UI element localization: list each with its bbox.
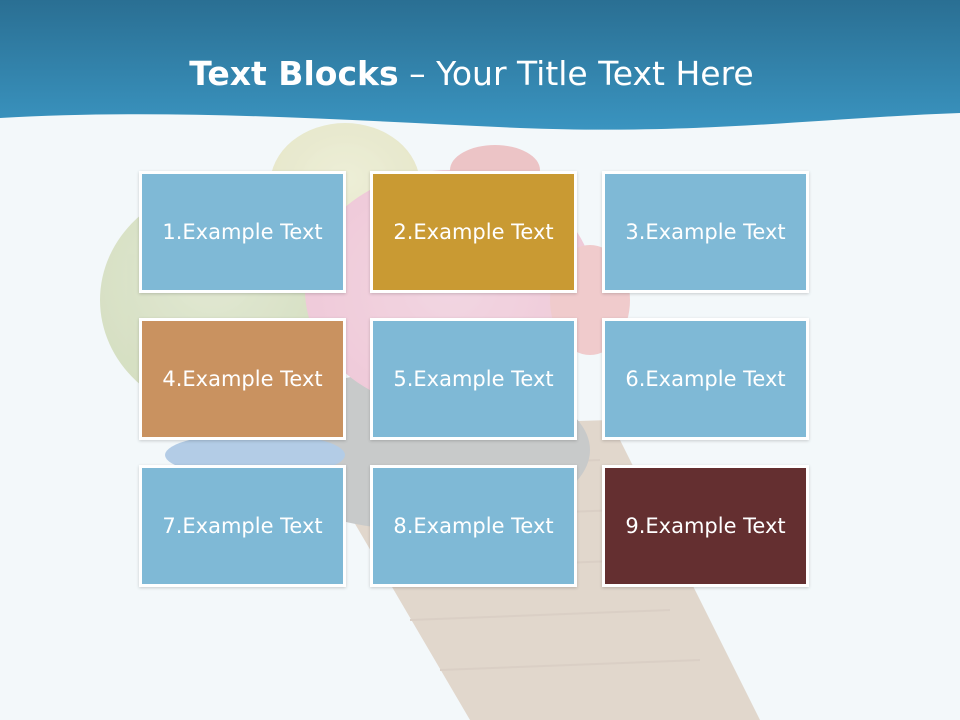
text-block-9[interactable]: 9.Example Text bbox=[602, 465, 809, 587]
text-block-8[interactable]: 8.Example Text bbox=[370, 465, 577, 587]
text-block-label: 6.Example Text bbox=[625, 367, 786, 391]
text-block-3[interactable]: 3.Example Text bbox=[602, 171, 809, 293]
title-regular-part: Your Title Text Here bbox=[436, 54, 754, 93]
text-block-label: 7.Example Text bbox=[162, 514, 323, 538]
text-block-7[interactable]: 7.Example Text bbox=[139, 465, 346, 587]
text-block-label: 8.Example Text bbox=[393, 514, 554, 538]
text-block-label: 9.Example Text bbox=[625, 514, 786, 538]
title-bold-part: Text Blocks bbox=[189, 54, 399, 93]
text-block-1[interactable]: 1.Example Text bbox=[139, 171, 346, 293]
slide-title: Text Blocks – Your Title Text Here bbox=[0, 52, 943, 96]
text-block-label: 3.Example Text bbox=[625, 220, 786, 244]
text-block-label: 5.Example Text bbox=[393, 367, 554, 391]
title-dash: – bbox=[398, 54, 437, 93]
text-block-label: 2.Example Text bbox=[393, 220, 554, 244]
text-block-5[interactable]: 5.Example Text bbox=[370, 318, 577, 440]
text-block-4[interactable]: 4.Example Text bbox=[139, 318, 346, 440]
text-block-label: 4.Example Text bbox=[162, 367, 323, 391]
text-block-6[interactable]: 6.Example Text bbox=[602, 318, 809, 440]
text-block-2[interactable]: 2.Example Text bbox=[370, 171, 577, 293]
header-wave-band bbox=[0, 0, 960, 130]
text-block-label: 1.Example Text bbox=[162, 220, 323, 244]
